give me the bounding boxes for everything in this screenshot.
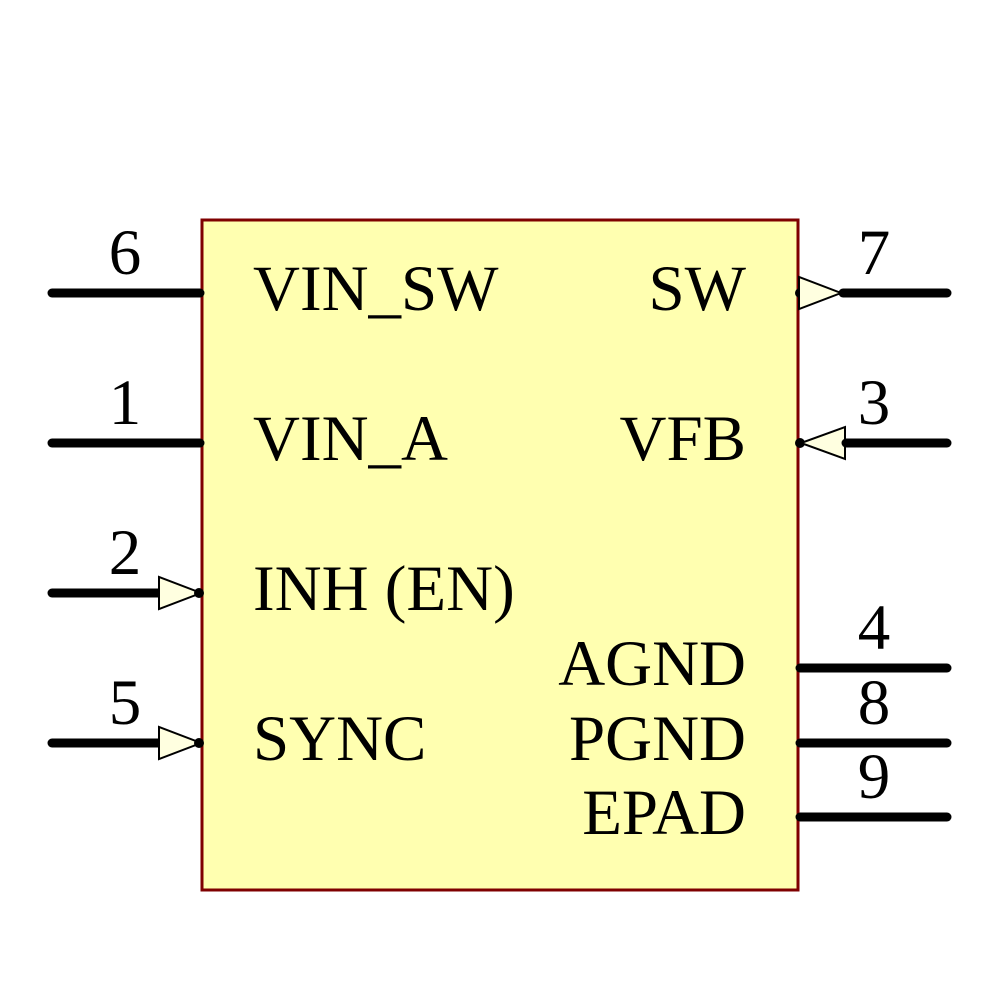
pin-number: 8 xyxy=(857,667,891,739)
pin-endpoint-dot-5 xyxy=(194,738,204,748)
pin-label: VFB xyxy=(619,403,746,475)
pin-number: 3 xyxy=(857,367,891,439)
input-arrow-icon-pin-5 xyxy=(158,725,204,761)
pin-number: 5 xyxy=(108,667,142,739)
pin-number: 2 xyxy=(108,517,142,589)
pin-number: 9 xyxy=(857,741,891,813)
pin-label: VIN_SW xyxy=(253,253,499,325)
pin-number: 7 xyxy=(857,217,891,289)
input-arrow-icon-pin-2 xyxy=(158,575,204,611)
ic-body xyxy=(200,218,800,892)
pin-label: AGND xyxy=(558,628,746,700)
pin-label: EPAD xyxy=(582,777,746,849)
output-arrow-icon-pin-7 xyxy=(798,275,844,311)
pin-label: SYNC xyxy=(253,703,427,775)
pin-label: VIN_A xyxy=(253,403,448,475)
pin-number: 6 xyxy=(108,217,142,289)
pin-label: PGND xyxy=(569,703,746,775)
pin-number: 1 xyxy=(108,367,142,439)
pin-number: 4 xyxy=(857,592,891,664)
pin-label: INH (EN) xyxy=(253,553,515,625)
pin-label: SW xyxy=(648,253,747,325)
pin-endpoint-dot-2 xyxy=(194,588,204,598)
